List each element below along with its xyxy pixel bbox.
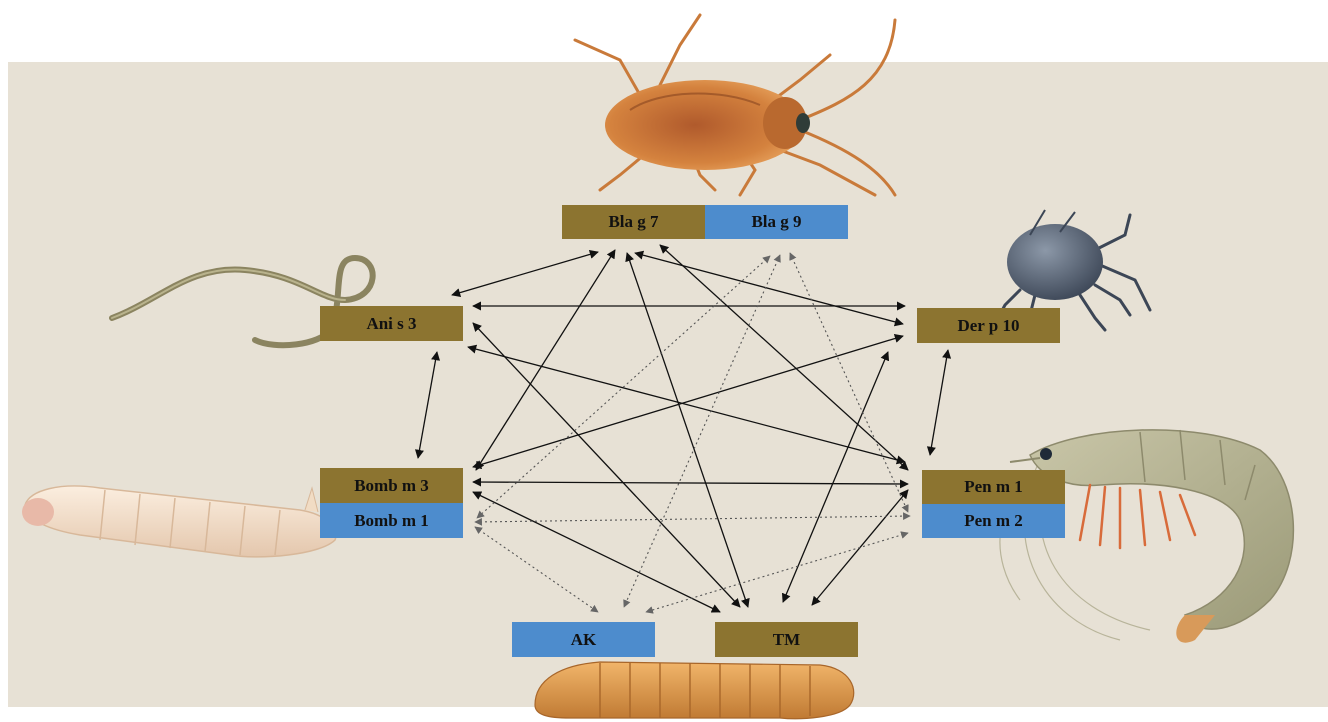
label-pen-m-1: Pen m 1 bbox=[922, 470, 1065, 504]
arrow-anis3-bombm3 bbox=[418, 352, 437, 458]
arrow-bombm3-tm bbox=[473, 492, 720, 612]
arrow-derp10-tm bbox=[783, 352, 888, 602]
arrow-blag7-derp10 bbox=[635, 253, 903, 324]
label-bomb-m-1: Bomb m 1 bbox=[320, 503, 463, 538]
dotted-arrow-blag9-penm2 bbox=[790, 253, 908, 512]
label-ak: AK bbox=[512, 622, 655, 657]
dotted-arrow-bombm1-ak bbox=[475, 527, 598, 612]
arrow-anis3-penm1 bbox=[468, 347, 905, 462]
dotted-arrow-blag9-ak bbox=[624, 255, 780, 607]
label-tm: TM bbox=[715, 622, 858, 657]
label-bla-g-7: Bla g 7 bbox=[562, 205, 705, 239]
label-bomb-m-3: Bomb m 3 bbox=[320, 468, 463, 503]
dotted-arrow-penm2-ak bbox=[646, 533, 908, 612]
arrow-derp10-bombm3 bbox=[473, 336, 903, 467]
dotted-arrow-bombm1-penm2 bbox=[475, 516, 910, 522]
dotted-arrow-blag9-bombm1 bbox=[477, 256, 770, 518]
arrow-anis3-blag7 bbox=[452, 252, 598, 295]
label-bla-g-9: Bla g 9 bbox=[705, 205, 848, 239]
label-pen-m-2: Pen m 2 bbox=[922, 504, 1065, 538]
label-ani-s-3: Ani s 3 bbox=[320, 306, 463, 341]
arrow-derp10-penm1 bbox=[930, 350, 948, 455]
arrow-blag7-penm1 bbox=[660, 245, 908, 470]
arrow-blag7-bombm3 bbox=[476, 250, 615, 470]
label-der-p-10: Der p 10 bbox=[917, 308, 1060, 343]
arrow-bombm3-penm1 bbox=[473, 482, 908, 484]
